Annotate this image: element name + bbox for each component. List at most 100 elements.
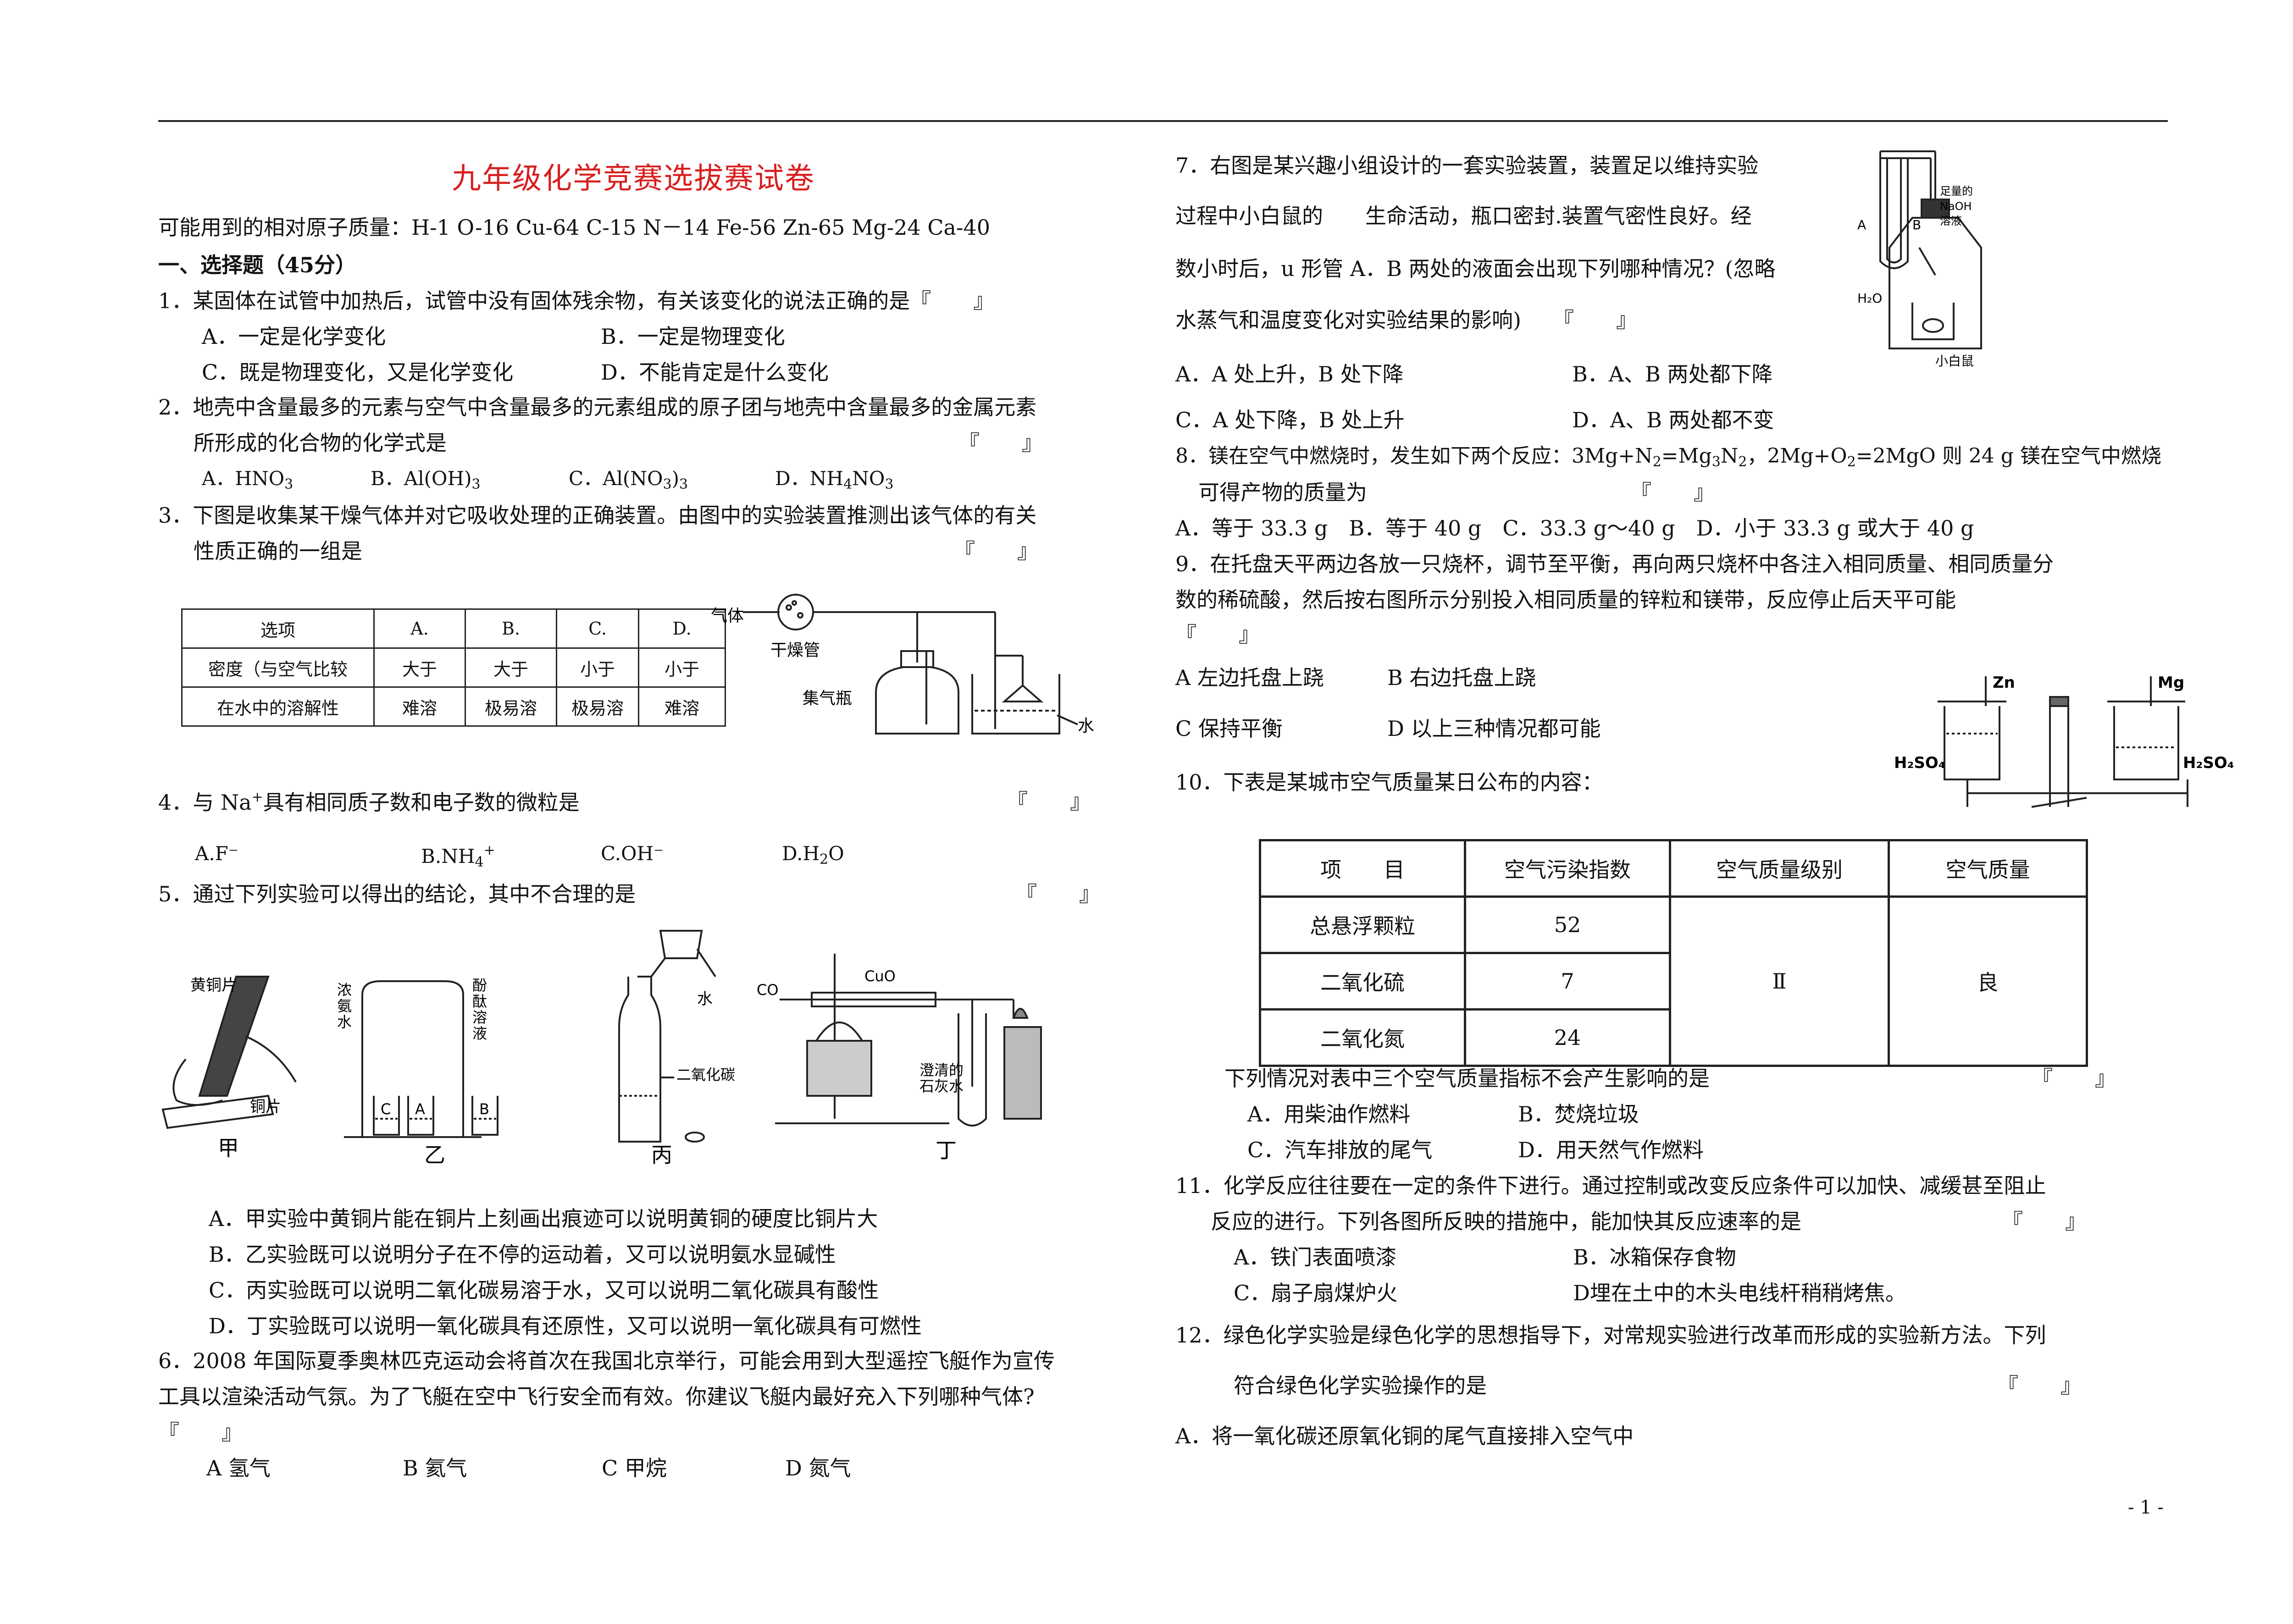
table-cell: 项 目: [1259, 839, 1466, 898]
atomic-masses: 可能用到的相对原子质量：H-1 O-16 Cu-64 C-15 N－14 Fe-…: [158, 215, 991, 240]
q5-label-phenol-2: 酞: [472, 993, 487, 1010]
q10-option-b: B．焚烧垃圾: [1518, 1102, 1639, 1127]
q11-option-b: B．冰箱保存食物: [1573, 1245, 1736, 1270]
table-cell: B.: [465, 608, 557, 649]
q7-apparatus-figure: A B H₂O 足量的 NaOH 溶液 小白鼠: [1844, 138, 1995, 367]
q1-option-d: D．不能肯定是什么变化: [601, 360, 829, 385]
q5-label-lime-2: 石灰水: [919, 1077, 964, 1095]
q6-option-d: D 氮气: [785, 1456, 851, 1480]
q6-option-c: C 甲烷: [602, 1456, 667, 1480]
q5-option-b: B．乙实验既可以说明分子在不停的运动着，又可以说明氨水显碱性: [209, 1242, 836, 1267]
table-cell: A.: [373, 608, 466, 649]
q2-option-d: D．NH4NO3: [775, 467, 894, 492]
table-row: 项 目 空气污染指数 空气质量级别 空气质量: [1259, 839, 2088, 898]
air-quality-level: Ⅱ: [1669, 895, 1890, 1067]
air-quality-table: 项 目 空气污染指数 空气质量级别 空气质量 总悬浮颗粒 52 Ⅱ 良 二氧化硫…: [1259, 839, 2088, 1067]
q5-label-ammonia-3: 水: [337, 1013, 352, 1031]
q8-answer-bracket: 『 』: [1630, 480, 1715, 505]
q11-option-c: C．扇子扇煤炉火: [1234, 1281, 1398, 1305]
table-row: 二氧化硫 7: [1259, 952, 2087, 1011]
q2-option-b: B．Al(OH)3: [371, 467, 481, 492]
q7-line3: 数小时后，u 形管 A．B 两处的液面会出现下列哪种情况？(忽略: [1175, 256, 1776, 281]
q6-option-b: B 氦气: [403, 1456, 467, 1480]
table-cell: 密度（与空气比较: [181, 647, 375, 688]
q5-option-d: D．丁实验既可以说明一氧化碳具有还原性，又可以说明一氧化碳具有可燃性: [209, 1314, 922, 1338]
q12-option-a: A．将一氧化碳还原氧化铜的尾气直接排入空气中: [1175, 1424, 1634, 1448]
table-cell: 在水中的溶解性: [181, 686, 375, 727]
q7-label-h2o: H₂O: [1857, 291, 1882, 306]
q5-answer-bracket: 『 』: [1016, 882, 1100, 906]
q1-stem: 1．某固体在试管中加热后，试管中没有固体残余物，有关该变化的说法正确的是『 』: [158, 288, 995, 313]
q1-option-c: C．既是物理变化，又是化学变化: [202, 360, 514, 385]
q4-option-c: C.OH⁻: [601, 842, 664, 865]
q5-label-brass: 黄铜片: [190, 976, 237, 994]
q6-option-a: A 氢气: [206, 1456, 271, 1480]
q3-answer-bracket: 『 』: [954, 539, 1038, 563]
air-quality-rating: 良: [1888, 895, 2088, 1067]
q7-label-naoh-3: 溶液: [1940, 215, 1962, 227]
q11-line2: 反应的进行。下列各图所反映的措施中，能加快其反应速率的是: [1211, 1209, 1801, 1234]
q9-label-h2so4-left: H₂SO₄: [1894, 754, 1945, 772]
q3-label-dryer: 干燥管: [770, 641, 820, 660]
header-rule: [158, 120, 2168, 122]
q7-line4: 水蒸气和温度变化对实验结果的影响) 『 』: [1175, 308, 1637, 332]
q5-figure-yi: 浓 氨 水 酚 酞 溶 液 C A B 乙: [335, 967, 509, 1169]
q9-answer-bracket: 『 』: [1175, 622, 1260, 647]
q9-option-b: B 右边托盘上跷: [1387, 665, 1536, 690]
table-cell: 空气质量级别: [1669, 839, 1890, 898]
table-row: 选项 A. B. C. D.: [181, 608, 726, 649]
q7-label-naoh-1: 足量的: [1940, 185, 1973, 198]
q5-stem: 5．通过下列实验可以得出的结论，其中不合理的是: [158, 882, 636, 906]
q11-option-a: A．铁门表面喷漆: [1234, 1245, 1397, 1270]
table-cell: 二氧化硫: [1259, 952, 1466, 1011]
q10-option-c: C．汽车排放的尾气: [1247, 1138, 1433, 1162]
q5-figure-jia: 黄铜片 铜片 甲: [158, 945, 323, 1165]
q8-line1: 8．镁在空气中燃烧时，发生如下两个反应：3Mg+N2=Mg3N2，2Mg+O2=…: [1175, 444, 2161, 470]
page-title: 九年级化学竞赛选拔赛试卷: [452, 162, 815, 196]
q9-balance-figure: Zn Mg H₂SO₄ H₂SO₄: [1894, 669, 2243, 821]
q12-answer-bracket: 『 』: [1997, 1373, 2082, 1398]
q1-option-b: B．一定是物理变化: [601, 324, 785, 349]
q6-stem-line1: 6．2008 年国际夏季奥林匹克运动会将首次在我国北京举行，可能会用到大型遥控飞…: [158, 1348, 1055, 1373]
q5-label-copper: 铜片: [250, 1098, 281, 1116]
q9-label-mg: Mg: [2158, 674, 2184, 692]
q9-label-h2so4-right: H₂SO₄: [2183, 754, 2234, 772]
q4-stem: 4．与 Na+具有相同质子数和电子数的微粒是: [158, 789, 580, 815]
q10-option-a: A．用柴油作燃料: [1247, 1102, 1411, 1127]
table-cell: 难溶: [638, 686, 726, 727]
table-cell: 空气污染指数: [1464, 839, 1671, 898]
q7-option-c: C．A 处下降，B 处上升: [1175, 408, 1405, 432]
q9-line2: 数的稀硫酸，然后按右图所示分别投入相同质量的锌粒和镁带，反应停止后天平可能: [1175, 587, 1956, 612]
table-cell: 小于: [556, 647, 639, 688]
q7-option-a: A．A 处上升，B 处下降: [1175, 362, 1404, 387]
q2-stem-line1: 2．地壳中含量最多的元素与空气中含量最多的元素组成的原子团与地壳中含量最多的金属…: [158, 395, 1037, 420]
q5-label-ammonia-2: 氨: [337, 997, 352, 1015]
q7-label-b: B: [1912, 217, 1921, 232]
table-cell: 52: [1464, 895, 1671, 954]
q5-label-co2: 二氧化碳: [676, 1066, 735, 1083]
table-cell: D.: [638, 608, 726, 649]
q4-answer-bracket: 『 』: [1007, 789, 1091, 814]
q3-label-water: 水: [1078, 717, 1094, 735]
q7-option-d: D．A、B 两处都不变: [1572, 408, 1774, 432]
q10-answer-bracket: 『 』: [2032, 1066, 2116, 1091]
q4-option-d: D.H2O: [782, 842, 844, 867]
table-cell: 7: [1464, 952, 1671, 1011]
table-cell: 大于: [465, 647, 557, 688]
q7-label-mouse: 小白鼠: [1935, 354, 1974, 367]
q12-line1: 12．绿色化学实验是绿色化学的思想指导下，对常规实验进行改革而形成的实验新方法。…: [1175, 1323, 2046, 1348]
q5-label-phenol-1: 酚: [472, 977, 487, 994]
table-cell: 空气质量: [1888, 839, 2088, 898]
q5-label-beaker-c: C: [381, 1100, 391, 1118]
table-row: 在水中的溶解性 难溶 极易溶 极易溶 难溶: [181, 686, 726, 727]
table-row: 密度（与空气比较 大于 大于 小于 小于: [181, 647, 726, 688]
q5-label-water: 水: [697, 990, 713, 1008]
table-cell: 极易溶: [465, 686, 557, 727]
q11-line1: 11．化学反应往往要在一定的条件下进行。通过控制或改变反应条件可以加快、减缓甚至…: [1175, 1173, 2046, 1198]
q5-figure-bing: 水 二氧化碳 丙: [605, 922, 789, 1165]
q7-label-naoh-2: NaOH: [1940, 200, 1972, 213]
q9-option-c: C 保持平衡: [1175, 716, 1283, 741]
q5-label-lime-1: 澄清的: [919, 1061, 964, 1079]
q2-option-a: A．HNO3: [202, 467, 294, 492]
q12-line2: 符合绿色化学实验操作的是: [1234, 1373, 1487, 1398]
